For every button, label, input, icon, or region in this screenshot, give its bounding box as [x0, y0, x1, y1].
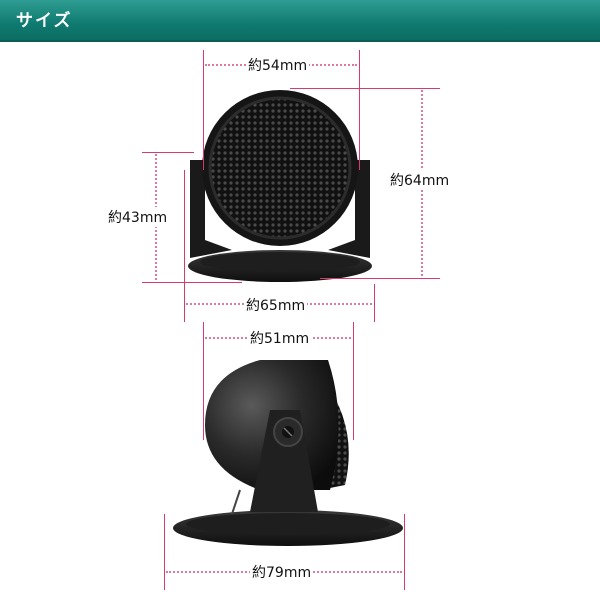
guide-tick: [290, 88, 440, 89]
guide-tick: [142, 152, 194, 153]
front-view-speaker: [188, 90, 372, 282]
guide-tick: [203, 322, 204, 440]
guide-tick: [184, 170, 185, 322]
section-header: サイズ: [0, 0, 600, 42]
guide-tick: [320, 278, 440, 279]
side-view-speaker: [173, 360, 403, 546]
dimension-base-width-side: 約79mm: [250, 562, 314, 582]
guide-tick: [164, 514, 165, 590]
guide-tick: [359, 50, 360, 170]
dimension-top-width: 約54mm: [246, 55, 310, 75]
guide-tick: [353, 322, 354, 440]
dimension-base-width-front: 約65mm: [244, 295, 308, 315]
dimension-side-depth: 約51mm: [248, 328, 312, 348]
section-title: サイズ: [16, 11, 73, 31]
guide-tick: [142, 282, 242, 283]
dimension-height: 約64mm: [388, 170, 452, 190]
guide-tick: [374, 284, 375, 322]
guide-tick: [404, 514, 405, 590]
guide-tick: [203, 50, 204, 170]
dimension-bracket-height: 約43mm: [106, 207, 170, 227]
